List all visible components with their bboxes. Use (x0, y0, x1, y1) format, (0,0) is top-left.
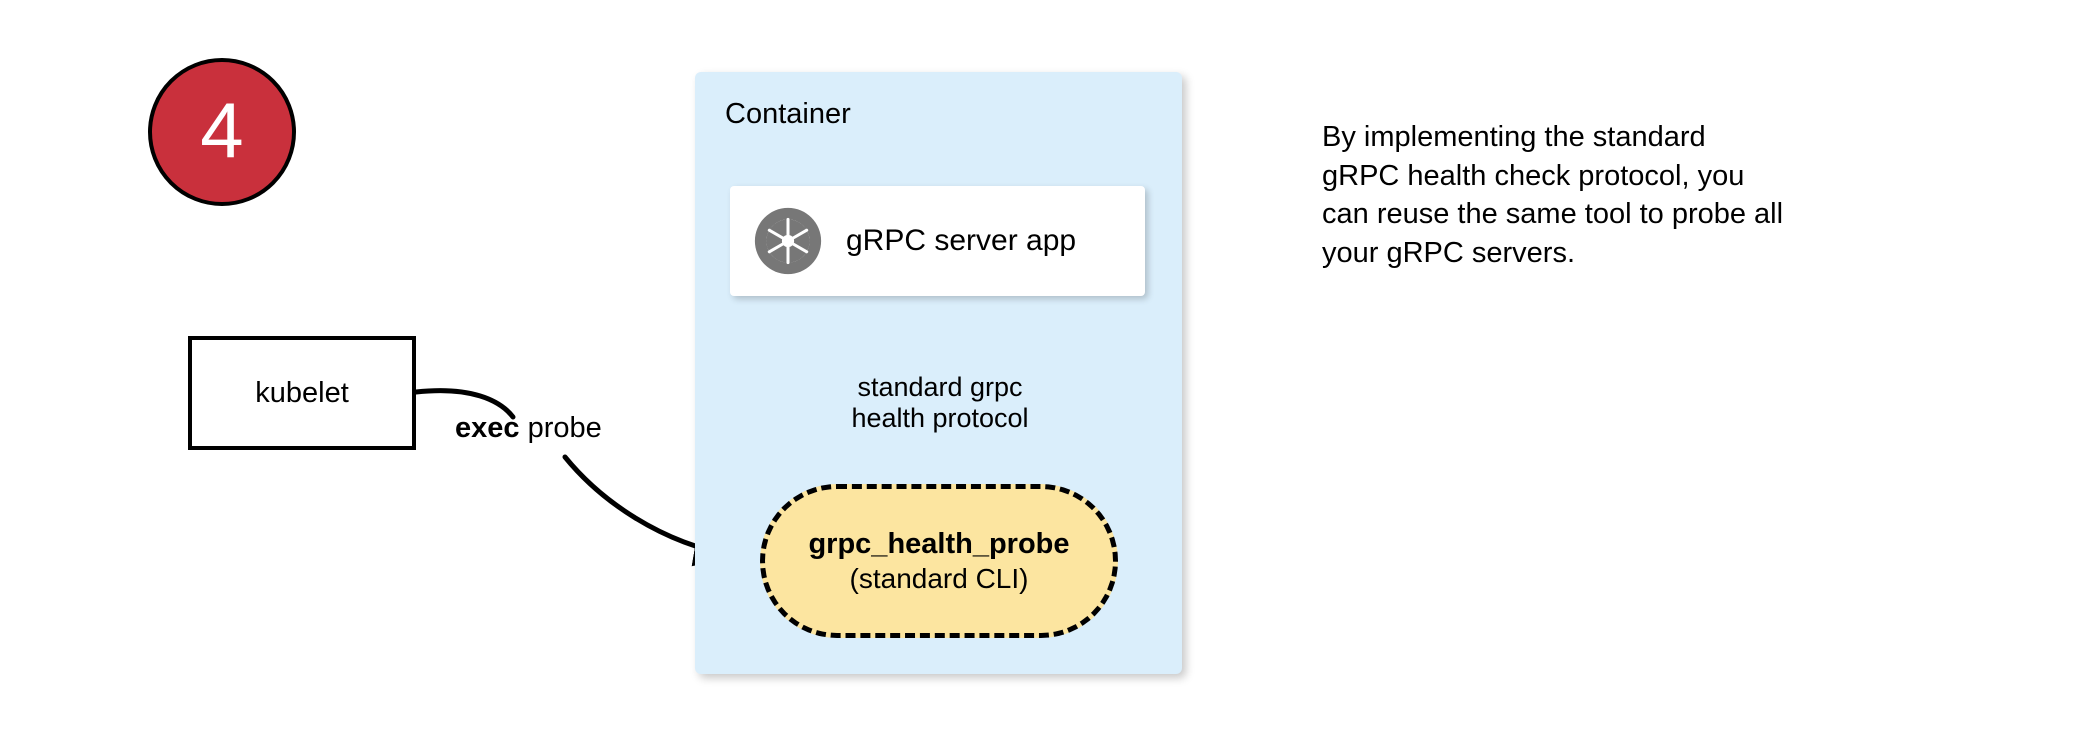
aperture-icon (754, 207, 822, 275)
step-number: 4 (200, 86, 244, 174)
edge-label-exec-probe-rest: probe (519, 412, 602, 444)
node-grpc-health-probe-title: grpc_health_probe (808, 528, 1070, 561)
edge-label-health-protocol: standard grpc health protocol (820, 372, 1060, 435)
node-grpc-server-app[interactable]: gRPC server app (730, 186, 1145, 296)
side-note: By implementing the standard gRPC health… (1322, 118, 1902, 272)
edge-label-health-protocol-line1: standard grpc (857, 372, 1023, 402)
edge-label-health-protocol-line2: health protocol (851, 403, 1029, 434)
node-kubelet-label: kubelet (255, 376, 349, 409)
node-kubelet[interactable]: kubelet (188, 336, 416, 450)
side-note-line4: your gRPC servers. (1322, 236, 1576, 269)
edge-label-exec-probe: exec probe (455, 412, 602, 445)
node-grpc-health-probe-subtitle: (standard CLI) (849, 562, 1029, 594)
side-note-line3: can reuse the same tool to probe all (1322, 198, 1784, 231)
step-badge: 4 (148, 58, 296, 206)
side-note-line2: gRPC health check protocol, you (1322, 159, 1745, 192)
node-grpc-server-app-label: gRPC server app (846, 224, 1077, 257)
node-grpc-health-probe[interactable]: grpc_health_probe (standard CLI) (760, 484, 1118, 638)
node-container-title: Container (725, 98, 851, 130)
edge-label-exec-probe-keyword: exec (455, 412, 520, 444)
side-note-line1: By implementing the standard (1322, 121, 1706, 153)
